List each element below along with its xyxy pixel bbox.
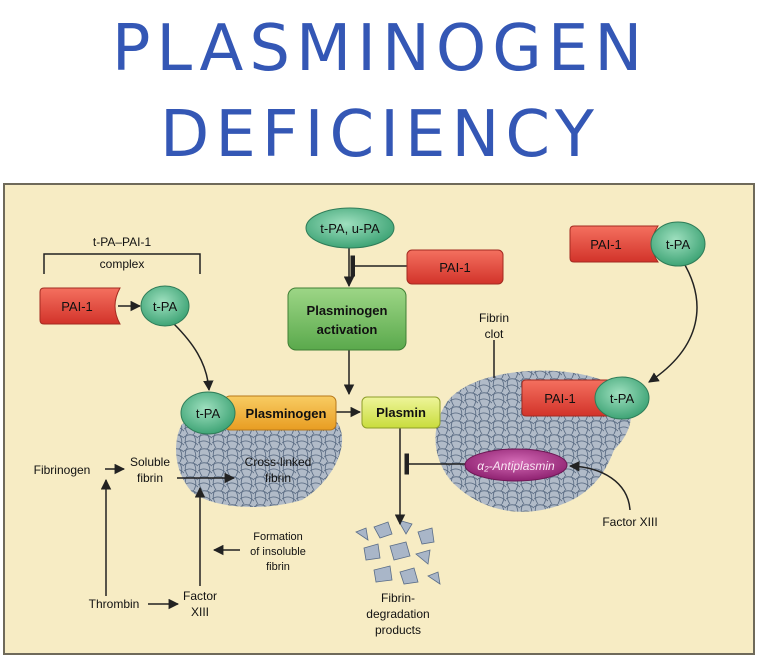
plasminogen-activation-label-2: activation [317, 322, 378, 337]
page-title-line1: PLASMINOGEN [111, 12, 649, 86]
fibrinogen-label: Fibrinogen [34, 463, 91, 477]
soluble-fibrin-label-2: fibrin [137, 471, 163, 485]
antiplasmin-node [464, 448, 568, 482]
fdp-label-2: degradation [366, 607, 429, 621]
tpa-bound-label: t-PA [196, 406, 221, 421]
page-title-line2: DEFICIENCY [160, 98, 600, 172]
pai1-left-node [39, 287, 121, 325]
antiplasmin-label: α₂-Antiplasmin [477, 459, 555, 473]
plasmin-node [361, 396, 441, 429]
formation-label-2: of insoluble [250, 546, 306, 558]
plasminogen-label: Plasminogen [246, 406, 327, 421]
fibrinolysis-diagram: t-PA, u-PA PAI-1 Plasminogen activation … [3, 183, 755, 655]
tpa-left-node [140, 285, 190, 327]
plasminogen-activation-label-1: Plasminogen [307, 303, 388, 318]
plasminogen-activation-node [287, 287, 407, 351]
thrombin-label: Thrombin [89, 597, 140, 611]
pai1-top-node [406, 249, 504, 285]
fibrin-mesh-center [176, 414, 343, 507]
tpa-right-label: t-PA [610, 391, 635, 406]
crosslinked-fibrin-label-1: Cross-linked [245, 455, 312, 469]
factor13-bottom-label-2: XIII [191, 605, 209, 619]
tpa-right-node [594, 376, 650, 420]
tpa-left-label: t-PA [153, 299, 178, 314]
pai1-topright-label: PAI-1 [590, 237, 622, 252]
complex-label-2: complex [100, 257, 145, 271]
fdp-label-1: Fibrin- [381, 591, 415, 605]
factor13-right-label: Factor XIII [602, 515, 657, 529]
soluble-fibrin-label-1: Soluble [130, 455, 170, 469]
fdp-label-3: products [375, 623, 421, 637]
pai1-left-label: PAI-1 [61, 299, 93, 314]
fibrin-clot-label-1: Fibrin [479, 311, 509, 325]
fibrin-fragments [355, 519, 441, 585]
tpa-upa-label: t-PA, u-PA [320, 221, 380, 236]
tpa-upa-node [305, 207, 395, 249]
factor13-bottom-label-1: Factor [183, 589, 217, 603]
tpa-bound-node [180, 391, 236, 435]
pai1-right-label: PAI-1 [544, 391, 576, 406]
fibrin-clot-label-2: clot [485, 327, 504, 341]
crosslinked-fibrin-label-2: fibrin [265, 471, 291, 485]
tpa-topright-label: t-PA [666, 237, 691, 252]
formation-label-3: fibrin [266, 561, 290, 573]
plasmin-label: Plasmin [376, 405, 426, 420]
tpa-topright-node [650, 221, 706, 267]
formation-label-1: Formation [253, 531, 303, 543]
pai1-top-label: PAI-1 [439, 260, 471, 275]
complex-label-1: t-PA–PAI-1 [93, 235, 152, 249]
